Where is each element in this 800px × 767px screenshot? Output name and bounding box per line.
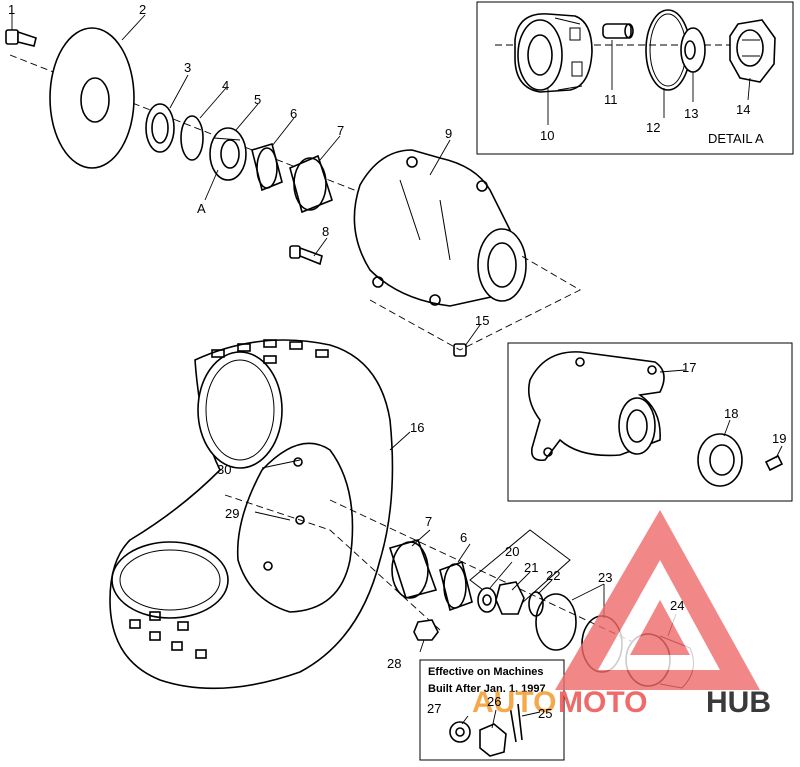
callout-26: 26: [487, 694, 501, 709]
part-9-drawing: [353, 149, 527, 307]
callout-30: 30: [217, 462, 231, 477]
upper-assembly: [5, 10, 581, 357]
callout-27: 27: [427, 701, 441, 716]
watermark-auto: AUTO: [472, 686, 556, 719]
part-27-drawing: [449, 721, 471, 743]
callout-3: 3: [184, 60, 191, 75]
tire-wheel-assembly: [109, 339, 651, 690]
callout-A: A: [197, 201, 206, 216]
part-18-drawing: [697, 433, 743, 487]
callout-10: 10: [540, 128, 554, 143]
part-2-drawing: [49, 27, 135, 169]
part-8-drawing: [289, 245, 323, 266]
callout-17: 17: [682, 360, 696, 375]
callout-22: 22: [546, 568, 560, 583]
callout-6-lower: 6: [460, 530, 467, 545]
callout-2: 2: [139, 2, 146, 17]
part-26-drawing: [479, 723, 507, 757]
part-29-rim-drawing: [236, 442, 354, 613]
callout-labels: 1 2 3 4 5 6 7 8 9 10 11 12 13 14 15 16 1…: [8, 2, 786, 721]
watermark-hub: HUB: [706, 686, 771, 719]
part-7-lower-drawing: [388, 539, 438, 599]
callout-16: 16: [410, 420, 424, 435]
callout-23: 23: [598, 570, 612, 585]
part-19-drawing: [764, 454, 784, 472]
callout-7: 7: [337, 123, 344, 138]
part-10-drawing: [514, 13, 593, 93]
callout-1: 1: [8, 2, 15, 17]
part-5-drawing: [209, 127, 247, 181]
callout-12: 12: [646, 120, 660, 135]
callout-29: 29: [225, 506, 239, 521]
callout-15: 15: [475, 313, 489, 328]
callout-13: 13: [684, 106, 698, 121]
callout-8: 8: [322, 224, 329, 239]
part-6-lower-drawing: [439, 560, 473, 612]
part-21-drawing: [495, 581, 525, 615]
note-box: Effective on Machines Built After Jan. 1…: [419, 659, 565, 761]
callout-9: 9: [445, 126, 452, 141]
part-13-drawing: [680, 27, 706, 73]
watermark-wordmark: AUTO MOTO HUB: [472, 686, 771, 719]
callout-20: 20: [505, 544, 519, 559]
callout-14: 14: [736, 102, 750, 117]
callout-21: 21: [524, 560, 538, 575]
part-28-drawing: [413, 619, 439, 641]
part-1-drawing: [5, 29, 37, 47]
part-14-drawing: [729, 19, 776, 83]
callout-6: 6: [290, 106, 297, 121]
detail-a-box: [476, 1, 794, 155]
callout-11: 11: [604, 92, 618, 107]
fastener-box: [469, 529, 571, 617]
part-20-drawing: [477, 587, 497, 613]
part-6-upper-drawing: [251, 142, 283, 192]
part-17-drawing: [527, 351, 665, 462]
callout-24: 24: [670, 598, 684, 613]
detail-a-label: DETAIL A: [708, 131, 764, 146]
watermark-logo: [555, 510, 760, 690]
callout-25: 25: [538, 706, 552, 721]
note-line-2: Built After Jan. 1, 1997: [428, 683, 546, 695]
detail-hub-box: [507, 342, 793, 502]
callout-19: 19: [772, 431, 786, 446]
part-4-drawing: [180, 115, 204, 161]
callout-4: 4: [222, 78, 229, 93]
callout-5: 5: [254, 92, 261, 107]
callout-18: 18: [724, 406, 738, 421]
callout-7-lower: 7: [425, 514, 432, 529]
callout-28: 28: [387, 656, 401, 671]
part-3-drawing: [145, 103, 175, 153]
part-11-drawing: [602, 23, 634, 39]
part-7-upper-drawing: [289, 154, 333, 214]
note-line-1: Effective on Machines: [428, 666, 544, 678]
watermark-moto: MOTO: [558, 686, 647, 719]
part-25-drawing: [509, 703, 523, 743]
